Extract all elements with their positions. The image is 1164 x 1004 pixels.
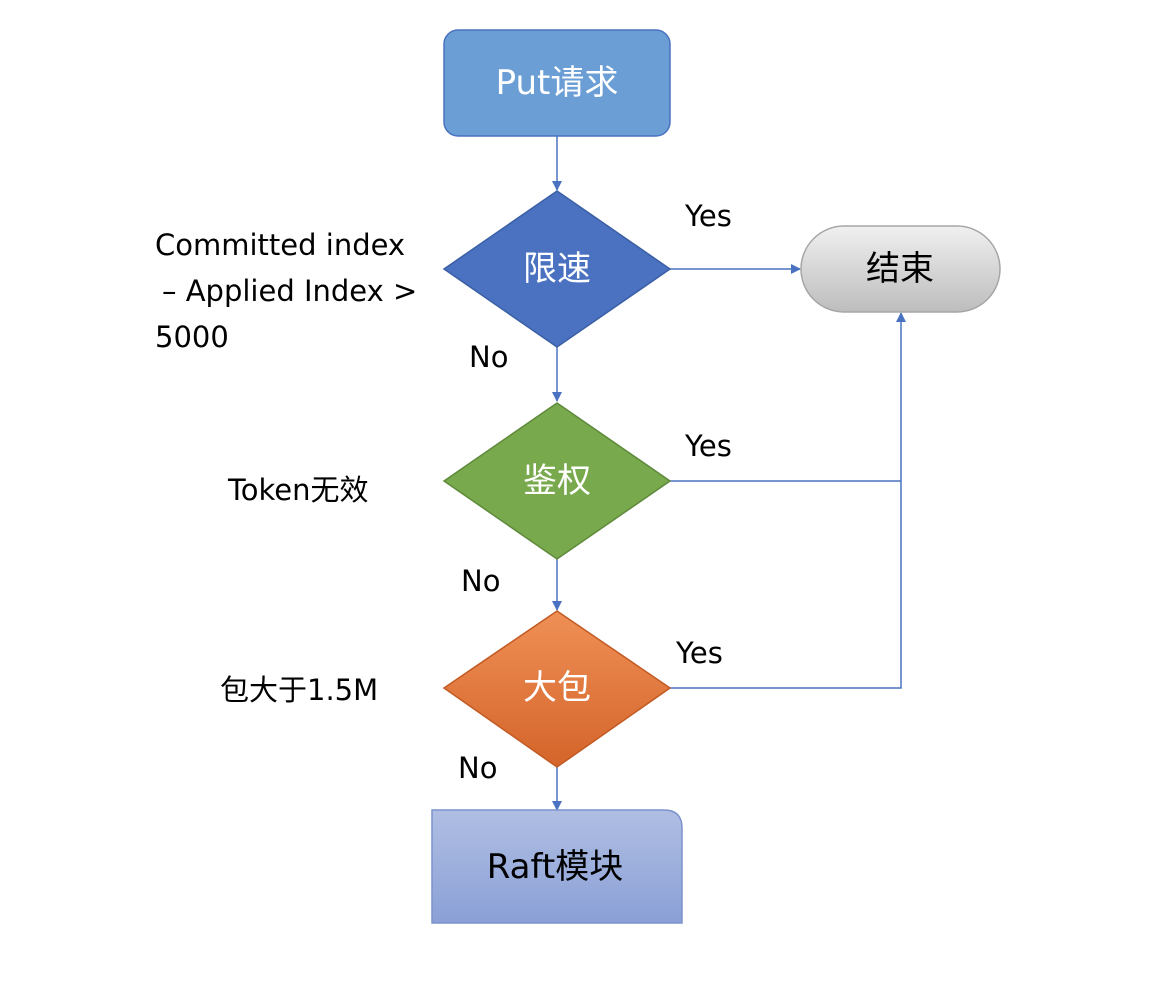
auth-no-label: No (461, 564, 500, 598)
big-packet-no-label: No (458, 751, 497, 785)
rate-limit-condition-line1: Committed index (155, 228, 405, 262)
end-node-box (800, 225, 1001, 313)
start-node-box (443, 29, 671, 137)
rate-limit-diamond (442, 190, 672, 348)
big-packet-condition: 包大于1.5M (220, 673, 378, 707)
big-packet-yes-label: Yes (675, 636, 723, 670)
start-node-label: Put请求 (496, 63, 619, 103)
arrow-big-packet-yes-to-end (670, 312, 906, 689)
rate-limit-decision: 限速 (442, 190, 672, 348)
auth-yes-label: Yes (684, 429, 732, 463)
raft-node: Raft模块 (431, 809, 683, 924)
auth-label: 鉴权 (523, 461, 591, 501)
rate-limit-condition-line2: – Applied Index > (162, 274, 417, 308)
connectors (552, 136, 906, 811)
auth-condition: Token无效 (227, 473, 369, 507)
rate-limit-yes-label: Yes (684, 199, 732, 233)
raft-node-box (431, 809, 683, 924)
big-packet-decision: 大包 (442, 610, 672, 768)
big-packet-diamond (442, 610, 672, 768)
auth-decision: 鉴权 (442, 402, 672, 560)
end-node: 结束 (800, 225, 1001, 313)
rate-limit-condition-line3: 5000 (155, 320, 229, 354)
auth-diamond (442, 402, 672, 560)
end-node-label: 结束 (866, 249, 934, 289)
rate-limit-label: 限速 (523, 249, 591, 289)
rate-limit-no-label: No (469, 340, 508, 374)
raft-node-label: Raft模块 (487, 847, 623, 887)
start-node: Put请求 (443, 29, 671, 137)
big-packet-label: 大包 (523, 668, 591, 708)
